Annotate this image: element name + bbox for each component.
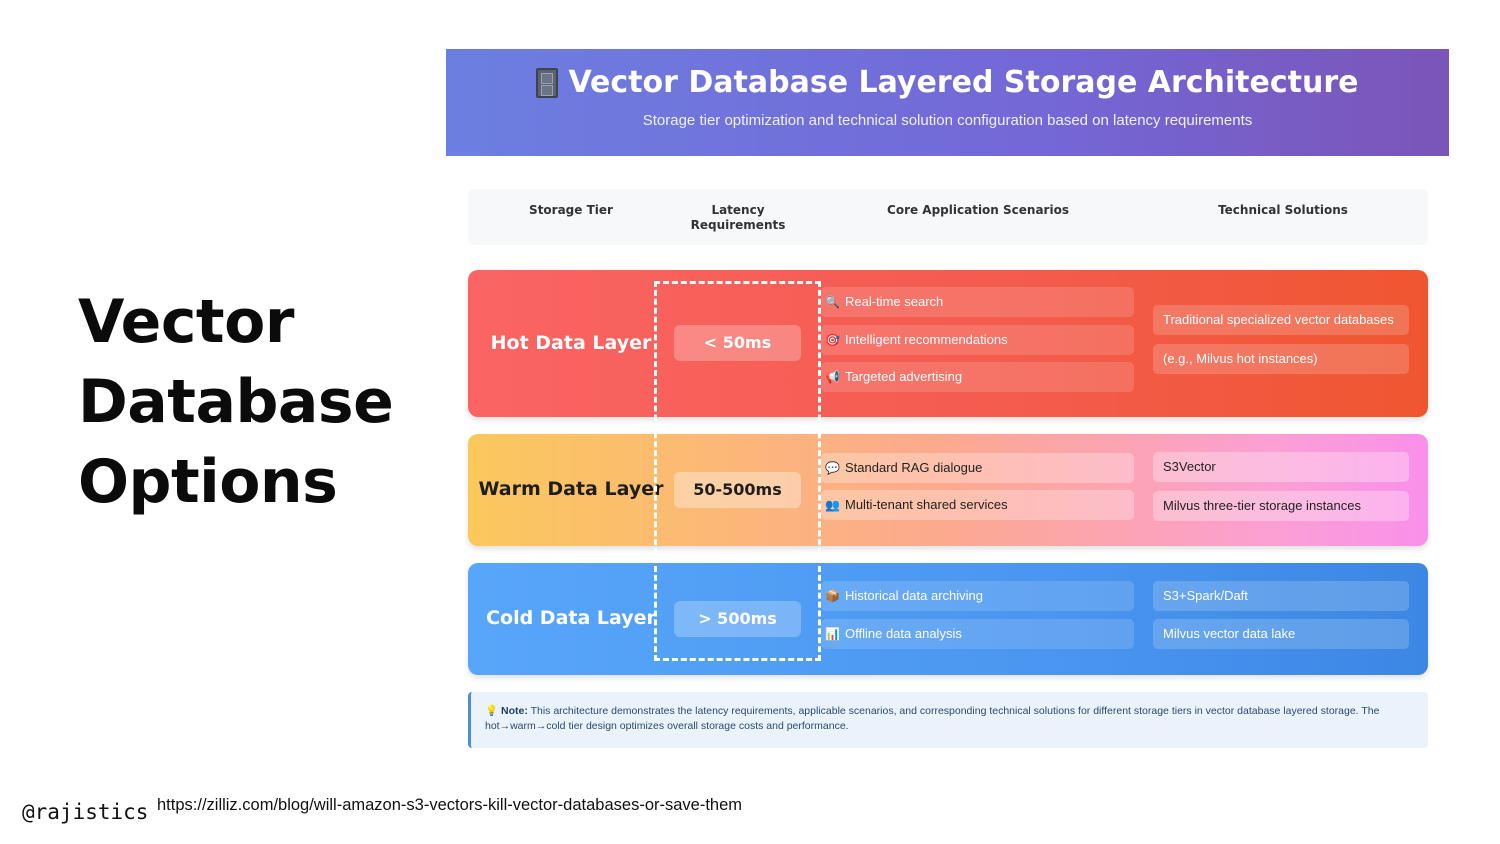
header-scenarios: Core Application Scenarios [887, 203, 1069, 217]
scenario-item: 🔍 Real-time search [821, 287, 1134, 317]
architecture-figure: Vector Database Layered Storage Architec… [446, 49, 1449, 759]
lightbulb-icon: 💡 [485, 705, 499, 717]
solution-item: S3Vector [1153, 452, 1409, 482]
scenario-item: 🎯 Intelligent recommendations [821, 325, 1134, 355]
speech-bubble-icon: 💬 [825, 461, 840, 475]
slide-title-line: Database [78, 367, 394, 437]
note-text: This architecture demonstrates the laten… [485, 705, 1380, 732]
scenario-item: 📊 Offline data analysis [821, 619, 1134, 649]
solution-item: Milvus three-tier storage instances [1153, 491, 1409, 521]
slide-title-line: Options [78, 447, 338, 517]
figure-title: Vector Database Layered Storage Architec… [568, 65, 1359, 100]
figure-subtitle: Storage tier optimization and technical … [642, 112, 1253, 129]
warm-data-layer: Warm Data Layer 50-500ms 💬 Standard RAG … [468, 434, 1428, 546]
note-box: 💡 Note: This architecture demonstrates t… [468, 692, 1428, 748]
users-icon: 👥 [825, 498, 840, 512]
package-icon: 📦 [825, 589, 840, 603]
layer-name: Hot Data Layer [490, 332, 652, 354]
hot-data-layer: Hot Data Layer < 50ms 🔍 Real-time search… [468, 270, 1428, 417]
latency-badge: > 500ms [674, 601, 801, 637]
scenario-item: 💬 Standard RAG dialogue [821, 453, 1134, 483]
author-handle: @rajistics [22, 800, 149, 824]
latency-badge: 50-500ms [674, 472, 801, 508]
header-solutions: Technical Solutions [1218, 203, 1348, 217]
slide-title: Vector Database Options [78, 282, 418, 522]
scenario-item: 📢 Targeted advertising [821, 362, 1134, 392]
magnifier-icon: 🔍 [825, 295, 840, 309]
bar-chart-icon: 📊 [825, 627, 840, 641]
latency-highlight-box [654, 281, 821, 661]
solution-item: S3+Spark/Daft [1153, 581, 1409, 611]
source-link[interactable]: https://zilliz.com/blog/will-amazon-s3-v… [157, 796, 743, 814]
slide-title-line: Vector [78, 287, 294, 357]
solution-item: (e.g., Milvus hot instances) [1153, 344, 1409, 374]
note-label: Note: [501, 705, 528, 717]
scenario-item: 👥 Multi-tenant shared services [821, 490, 1134, 520]
file-cabinet-icon [536, 67, 559, 98]
cold-data-layer: Cold Data Layer > 500ms 📦 Historical dat… [468, 563, 1428, 675]
solution-item: Traditional specialized vector databases [1153, 305, 1409, 335]
latency-badge: < 50ms [674, 325, 801, 361]
target-icon: 🎯 [825, 333, 840, 347]
solution-item: Milvus vector data lake [1153, 619, 1409, 649]
header-storage-tier: Storage Tier [529, 203, 613, 217]
megaphone-icon: 📢 [825, 370, 840, 384]
figure-banner: Vector Database Layered Storage Architec… [446, 49, 1449, 156]
layer-name: Warm Data Layer [478, 478, 664, 500]
scenario-item: 📦 Historical data archiving [821, 581, 1134, 611]
layer-name: Cold Data Layer [486, 607, 656, 629]
